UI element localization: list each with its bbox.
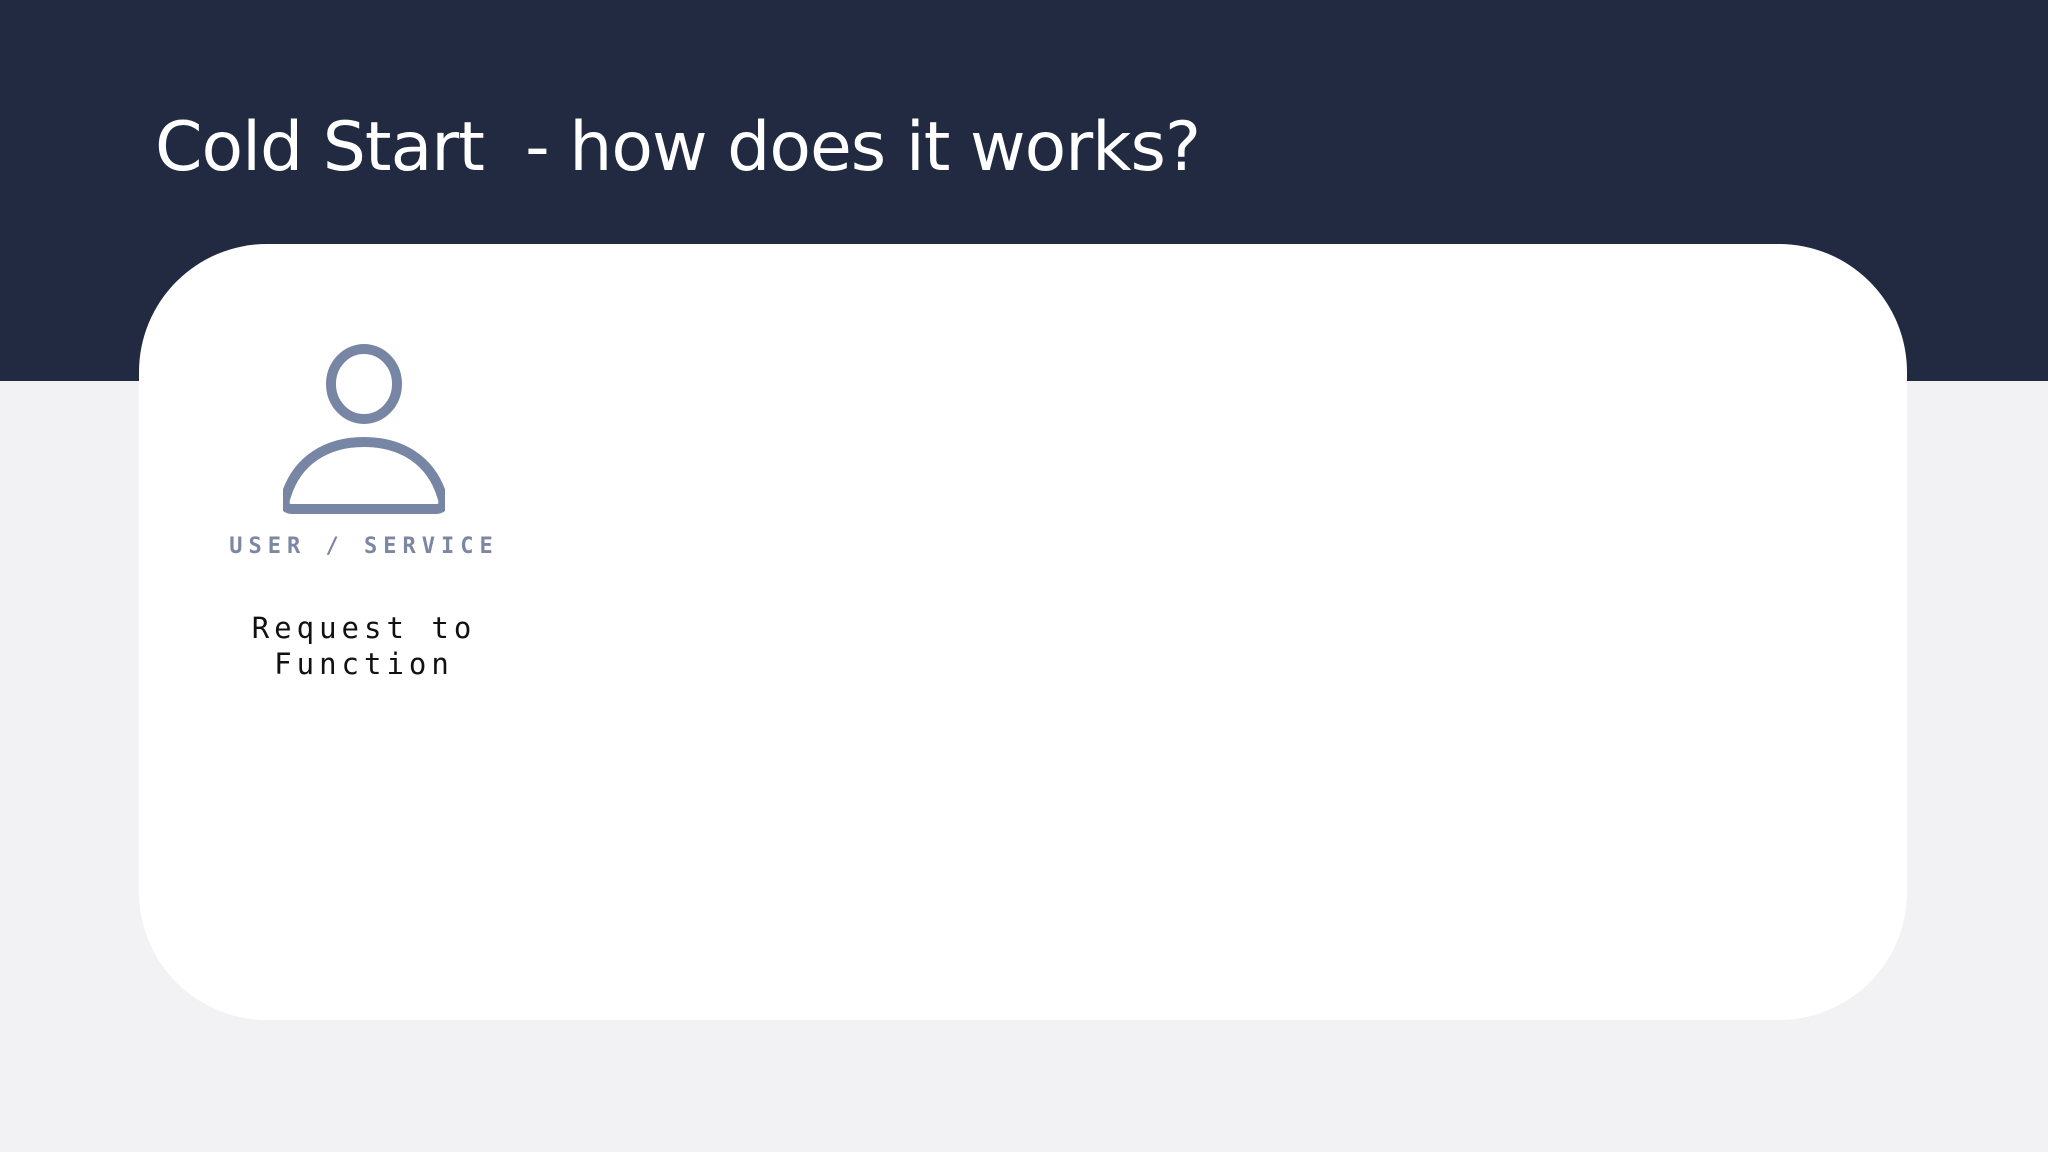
content-card [139, 244, 1907, 1020]
request-caption: Request to Function [228, 610, 500, 682]
user-icon [283, 344, 445, 514]
slide-title: Cold Start - how does it works? [155, 108, 1201, 187]
request-caption-line2: Function [274, 647, 454, 681]
actor-label: USER / SERVICE [229, 534, 499, 559]
request-caption-line1: Request to [251, 611, 477, 645]
